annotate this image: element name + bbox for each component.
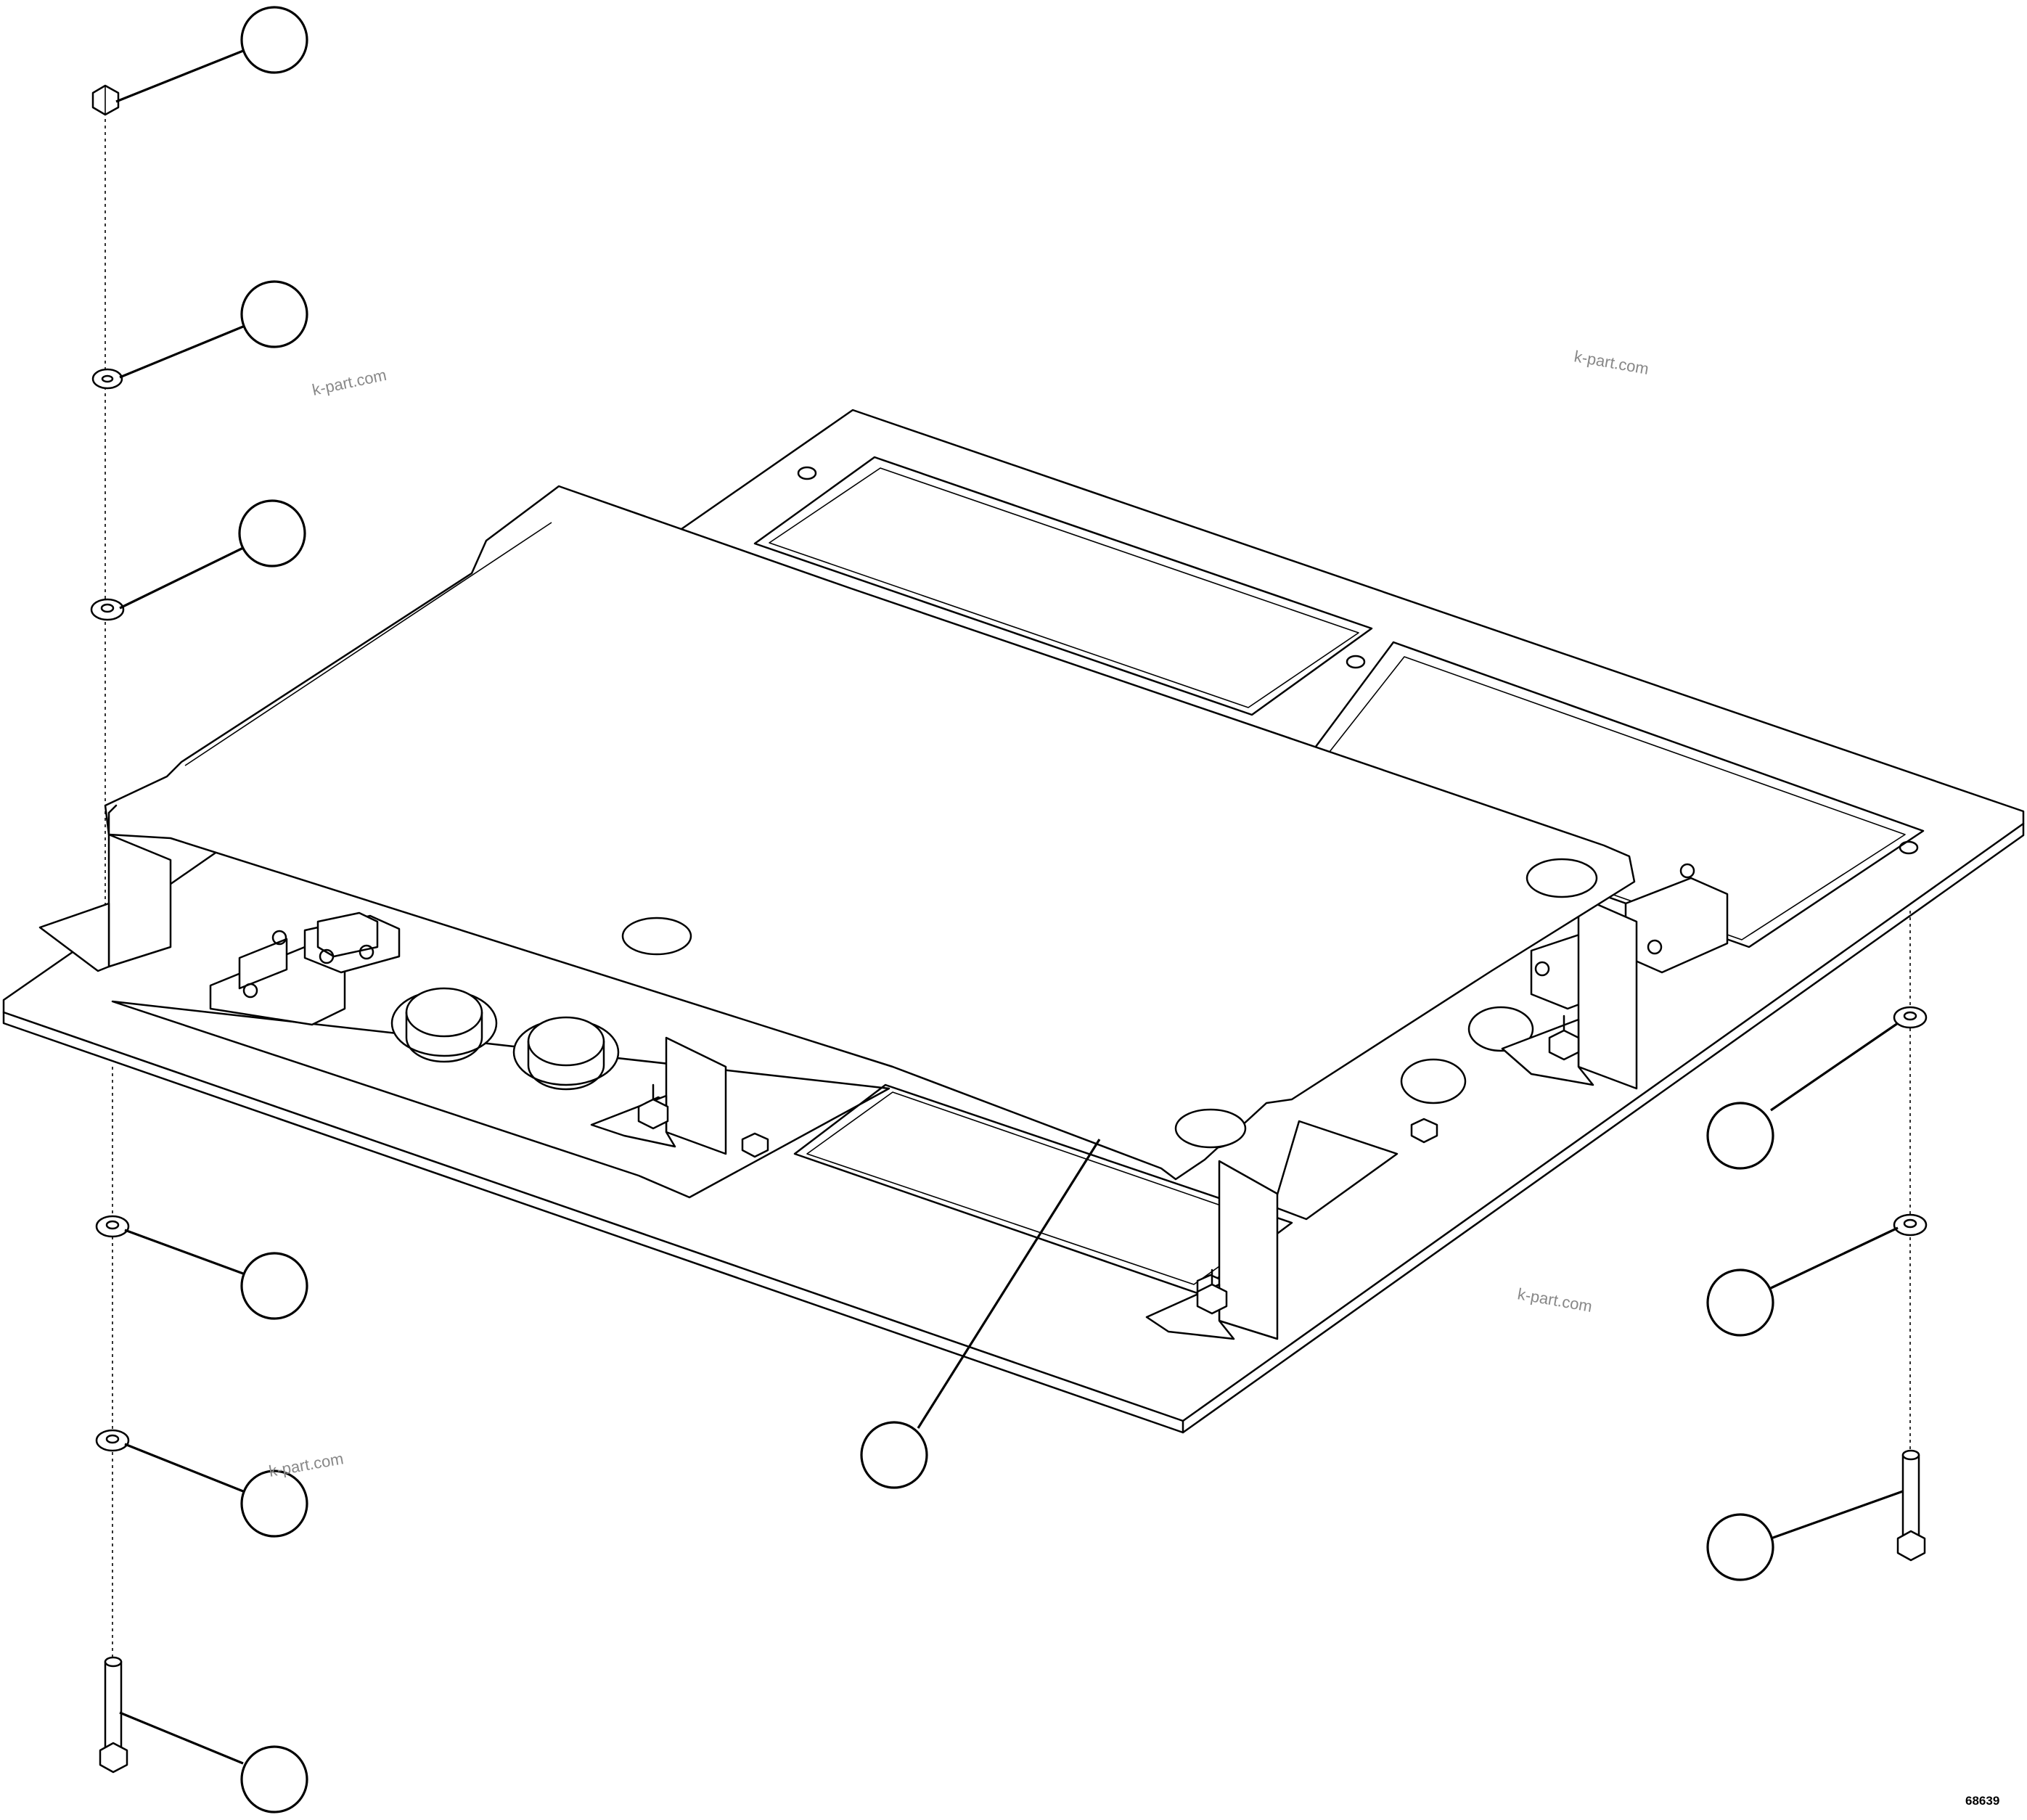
callout-washer-top [238, 499, 306, 567]
flat-washer-lower-1 [95, 1215, 130, 1238]
bolt-right [1896, 1449, 1926, 1562]
callout-bolt-right [1706, 1513, 1774, 1581]
round-connectors [390, 987, 620, 1091]
flat-washer-right-2 [1893, 1213, 1928, 1237]
watermark-2: k-part.com [1573, 347, 1650, 378]
flat-washer-lower-2 [95, 1429, 130, 1452]
lock-washer-top [91, 368, 123, 390]
callout-cover [860, 1421, 928, 1489]
callout-washer-lower-left-2 [240, 1469, 308, 1538]
callout-nut [240, 6, 308, 74]
callout-balloons [238, 6, 1774, 1813]
left-hardware-stack [90, 84, 130, 1774]
watermark-3: k-part.com [1516, 1284, 1594, 1316]
bolt-left [99, 1656, 128, 1774]
cover-bracket [38, 485, 1638, 1340]
panel-openings [111, 456, 1925, 1295]
leader-lines [115, 49, 1904, 1765]
figure-number: 68639 [1965, 1794, 1999, 1808]
connectors-left [209, 911, 401, 1026]
callout-lock-washer [240, 280, 308, 348]
watermark-1: k-part.com [311, 366, 388, 399]
callout-washer-right-1 [1706, 1102, 1774, 1170]
callout-washer-right-2 [1706, 1268, 1774, 1337]
watermark-4: k-part.com [268, 1449, 345, 1480]
right-hardware-stack [1893, 911, 1928, 1562]
callout-washer-lower-left-1 [240, 1252, 308, 1320]
flat-washer-top [90, 598, 125, 621]
hex-nut-top [91, 84, 120, 116]
callout-bolt-left [240, 1745, 308, 1813]
flat-washer-right-1 [1893, 1006, 1928, 1029]
